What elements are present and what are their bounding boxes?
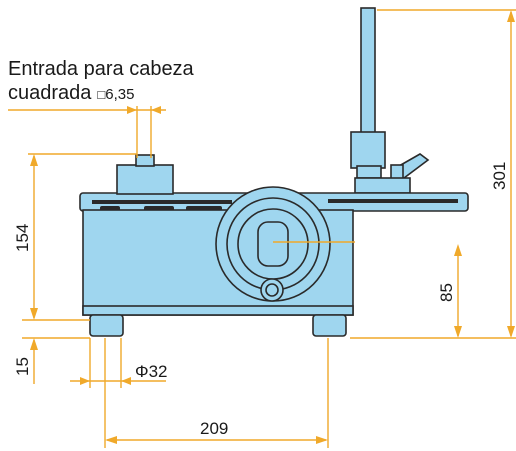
square-icon: □: [97, 87, 106, 102]
dim-body-height-label: 154: [13, 224, 32, 252]
square-size-label: 6,35: [105, 86, 135, 103]
bottom-strip: [82, 305, 354, 316]
machine: [79, 7, 469, 337]
dim-foot-diameter-label: Φ32: [135, 362, 167, 381]
column-collar: [350, 131, 386, 169]
foot-left: [89, 314, 124, 337]
dim-total-height-label: 301: [490, 162, 509, 190]
dim-foot-height-label: 15: [13, 357, 32, 376]
annotation-cuadrada: cuadrada: [8, 82, 92, 104]
drive-shaft-top: [135, 154, 155, 167]
handwheel-cross: [257, 221, 289, 267]
column-base: [354, 177, 411, 194]
dimension-arrows: [30, 10, 515, 444]
dimension-lines: [8, 9, 516, 448]
foot-right: [312, 314, 347, 337]
column-block: [356, 165, 382, 179]
annotation-line-2: cuadrada □6,35: [8, 82, 134, 105]
dim-feet-spacing-label: 209: [200, 419, 228, 438]
dim-shaft-height-label: 85: [437, 283, 456, 302]
annotation-line-1: Entrada para cabeza: [8, 58, 194, 80]
handwheel-knob-inner: [265, 283, 279, 297]
drive-housing: [116, 164, 174, 195]
vertical-column: [360, 7, 376, 137]
